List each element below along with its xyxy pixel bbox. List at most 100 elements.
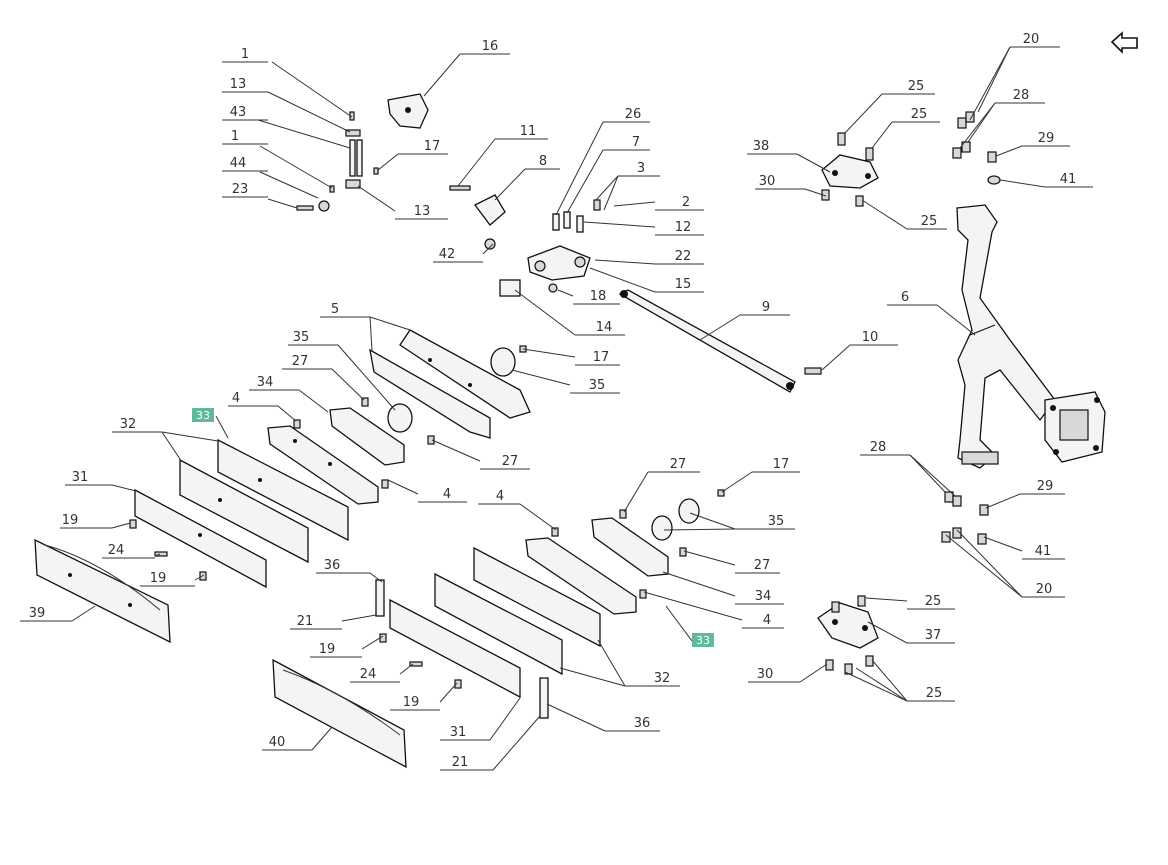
- plate-34-upper: [267, 407, 405, 505]
- callout-label: 41: [1060, 172, 1077, 187]
- callout-25[interactable]: 25: [844, 79, 935, 134]
- callout-30[interactable]: 30: [755, 174, 827, 197]
- callout-43[interactable]: 43: [222, 105, 351, 149]
- callout-leader: [71, 605, 96, 622]
- callout-4[interactable]: 4: [643, 591, 784, 629]
- callout-19[interactable]: 19: [140, 571, 205, 587]
- callout-20[interactable]: 20: [945, 529, 1065, 598]
- callout-31[interactable]: 31: [65, 470, 137, 492]
- callout-22[interactable]: 22: [594, 249, 704, 265]
- plate-34-lower: [525, 517, 669, 615]
- callout-25[interactable]: 25: [865, 594, 955, 610]
- callout-44[interactable]: 44: [222, 156, 319, 199]
- callout-16[interactable]: 16: [423, 39, 510, 97]
- callout-5[interactable]: 5: [320, 302, 411, 351]
- callout-8[interactable]: 8: [494, 154, 560, 201]
- callout-leader: [804, 188, 827, 197]
- callout-12[interactable]: 12: [583, 220, 704, 236]
- highlight-label: 33: [196, 409, 210, 422]
- callout-35[interactable]: 35: [288, 330, 396, 411]
- callout-41[interactable]: 41: [999, 172, 1093, 188]
- callout-25[interactable]: 25: [844, 659, 955, 702]
- callout-label: 3: [637, 161, 645, 176]
- back-arrow-icon[interactable]: [1110, 31, 1138, 54]
- callout-14[interactable]: 14: [514, 289, 625, 336]
- callout-27[interactable]: 27: [282, 354, 365, 401]
- callout-20[interactable]: 20: [969, 32, 1060, 121]
- bracket-16-part: [387, 93, 429, 129]
- callout-4[interactable]: 4: [228, 391, 297, 422]
- callout-9[interactable]: 9: [699, 300, 790, 341]
- callout-18[interactable]: 18: [557, 289, 620, 305]
- callout-13[interactable]: 13: [357, 185, 448, 220]
- callout-38[interactable]: 38: [747, 139, 831, 173]
- callout-3[interactable]: 3: [595, 161, 660, 211]
- callout-1[interactable]: 1: [222, 47, 353, 118]
- callout-42[interactable]: 42: [433, 243, 494, 263]
- callout-30[interactable]: 30: [748, 663, 828, 683]
- callout-label: 25: [926, 686, 943, 701]
- callout-41[interactable]: 41: [983, 536, 1065, 560]
- callout-36[interactable]: 36: [316, 558, 383, 583]
- callout-19[interactable]: 19: [60, 513, 131, 529]
- callout-29[interactable]: 29: [995, 131, 1070, 157]
- callout-leader: [423, 53, 461, 97]
- callout-7[interactable]: 7: [566, 135, 650, 214]
- callout-28[interactable]: 28: [959, 88, 1045, 149]
- callout-39[interactable]: 39: [20, 605, 96, 622]
- callout-leader: [519, 503, 557, 531]
- highlighted-callout-33[interactable]: 33: [665, 605, 714, 647]
- callout-29[interactable]: 29: [985, 479, 1065, 509]
- beam-39-part: [34, 538, 171, 644]
- callout-27[interactable]: 27: [431, 439, 530, 470]
- callout-25[interactable]: 25: [861, 199, 947, 230]
- highlighted-callout-33[interactable]: 33: [192, 408, 229, 439]
- callout-leader: [945, 534, 1023, 598]
- callout-32[interactable]: 32: [112, 417, 219, 463]
- callout-6[interactable]: 6: [887, 290, 976, 336]
- callout-21[interactable]: 21: [440, 715, 541, 771]
- callout-35[interactable]: 35: [511, 369, 620, 394]
- callout-label: 22: [675, 249, 692, 264]
- callout-leader: [559, 667, 626, 687]
- callout-leader: [369, 572, 383, 583]
- callout-4[interactable]: 4: [387, 479, 467, 503]
- callout-35[interactable]: 35: [663, 512, 795, 531]
- callout-label: 14: [596, 320, 613, 335]
- callout-19[interactable]: 19: [310, 635, 384, 658]
- callout-27[interactable]: 27: [623, 457, 700, 513]
- callout-26[interactable]: 26: [555, 107, 650, 216]
- callout-28[interactable]: 28: [860, 440, 956, 497]
- callout-24[interactable]: 24: [350, 663, 414, 683]
- callout-label: 19: [150, 571, 167, 586]
- callout-15[interactable]: 15: [589, 267, 704, 293]
- callout-40[interactable]: 40: [262, 726, 333, 751]
- callout-31[interactable]: 31: [440, 697, 521, 741]
- callout-36[interactable]: 36: [546, 703, 660, 732]
- callout-leader: [377, 153, 399, 171]
- callout-leader: [959, 102, 996, 149]
- callout-11[interactable]: 11: [457, 124, 548, 187]
- callout-leader: [871, 659, 908, 702]
- callout-4[interactable]: 4: [478, 489, 557, 531]
- callout-21[interactable]: 21: [290, 614, 377, 630]
- callout-23[interactable]: 23: [222, 182, 298, 209]
- callout-label: 5: [331, 302, 339, 317]
- callout-17[interactable]: 17: [377, 139, 448, 171]
- callout-27[interactable]: 27: [683, 550, 780, 574]
- callout-19[interactable]: 19: [390, 682, 458, 711]
- callout-37[interactable]: 37: [867, 621, 955, 644]
- callout-17[interactable]: 17: [721, 457, 800, 493]
- callout-leader: [643, 591, 743, 621]
- callout-17[interactable]: 17: [522, 348, 620, 366]
- callout-24[interactable]: 24: [102, 543, 161, 559]
- callout-34[interactable]: 34: [249, 375, 329, 413]
- callout-13[interactable]: 13: [222, 77, 351, 133]
- callout-10[interactable]: 10: [821, 330, 898, 371]
- callout-1[interactable]: 1: [222, 129, 333, 189]
- callout-32[interactable]: 32: [559, 639, 680, 687]
- callout-25[interactable]: 25: [871, 107, 940, 149]
- callout-34[interactable]: 34: [662, 571, 784, 605]
- callout-label: 28: [1013, 88, 1030, 103]
- callout-2[interactable]: 2: [613, 195, 704, 211]
